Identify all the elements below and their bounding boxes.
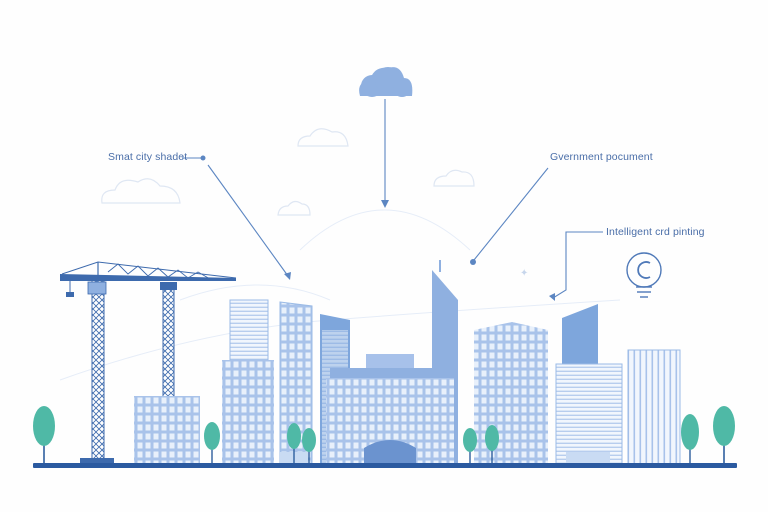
label-government: Gvernment pocument: [550, 151, 653, 163]
tree-icon: [463, 428, 477, 464]
building-icon: [326, 354, 454, 464]
connector-lines: [182, 99, 603, 301]
building-icon: [474, 322, 548, 464]
tree-icon: [485, 425, 499, 464]
building-icon: [627, 349, 681, 465]
tree-icon: [33, 406, 55, 464]
building-icon: [555, 304, 623, 465]
cloud-icon: [359, 67, 413, 97]
sparkle-icon: ✦: [520, 268, 528, 279]
building-icon: [134, 396, 200, 464]
crane-icon: [60, 261, 237, 464]
building-icon: [222, 299, 274, 464]
tree-icon: [204, 422, 220, 464]
government-connector: [473, 167, 549, 261]
label-planning: Intelligent crd pinting: [606, 226, 705, 238]
tree-icon: [302, 428, 316, 464]
ground-line: [33, 463, 737, 468]
smart-city-connector: [207, 164, 289, 277]
background-clouds: [101, 128, 475, 216]
tree-icon: [287, 423, 301, 464]
tree-icon: [713, 406, 735, 464]
lightbulb-icon: [626, 252, 662, 298]
label-smart-city: Smat city shadet: [108, 151, 188, 163]
planning-connector: [552, 231, 603, 299]
tree-icon: [681, 414, 699, 464]
